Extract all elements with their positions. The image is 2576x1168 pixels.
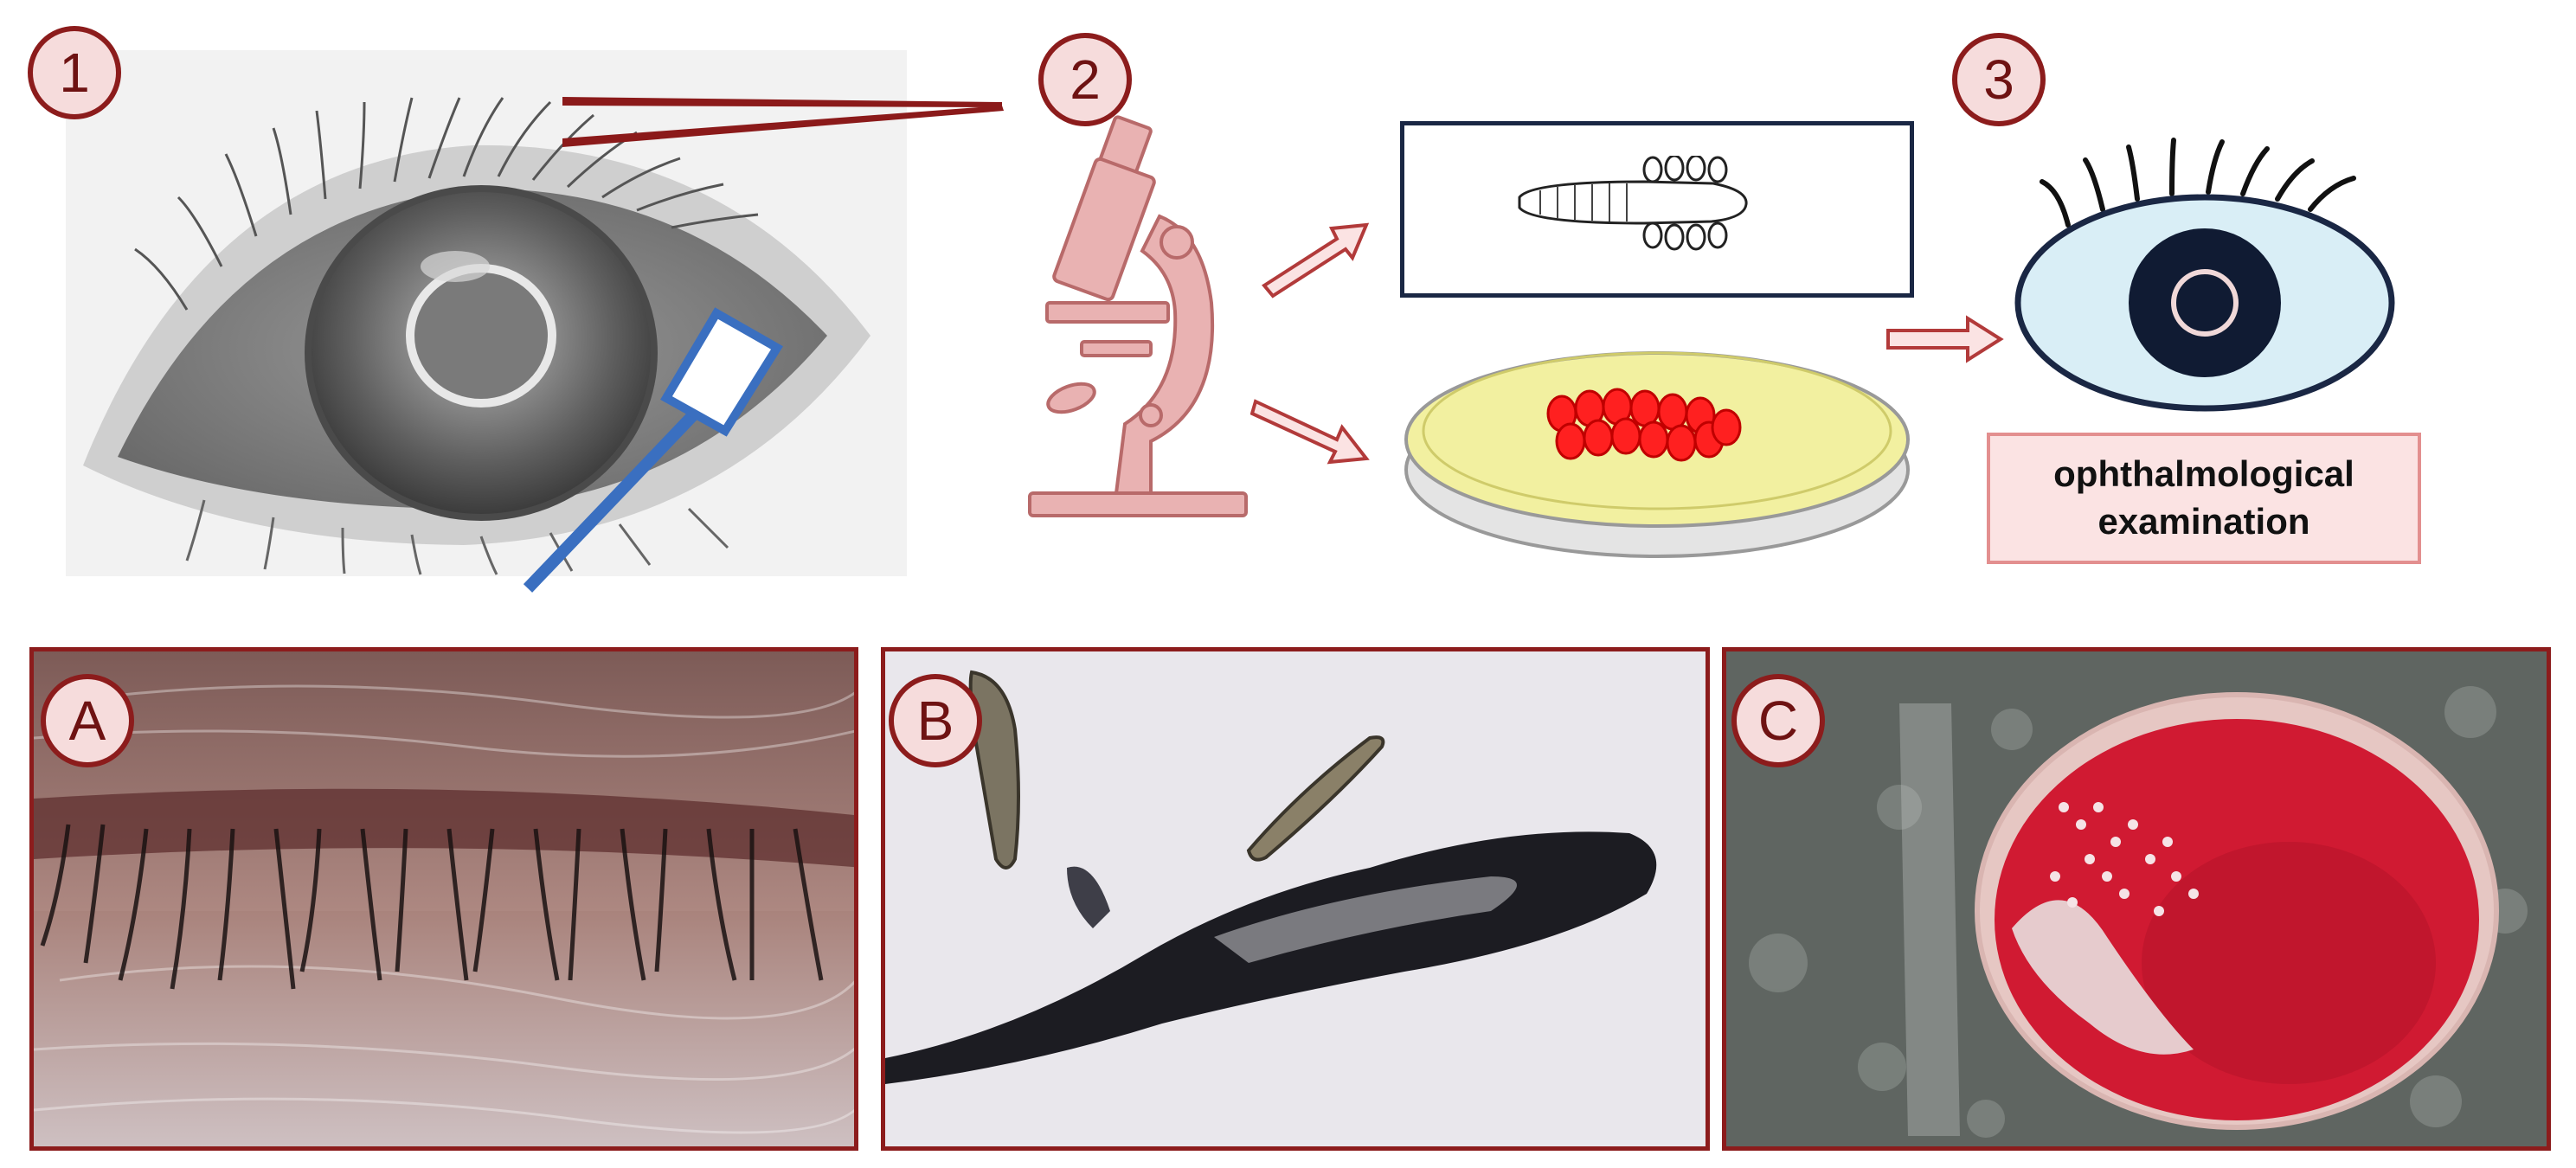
panel-c-badge: C [1731, 674, 1825, 767]
demodex-mite-icon [1518, 156, 1748, 251]
exam-label-box: ophthalmological examination [1987, 433, 2421, 564]
petri-dish-icon [1404, 351, 1910, 558]
panel-b-badge: B [889, 674, 982, 767]
eyelid-photo [34, 651, 854, 1146]
swab-icon [523, 307, 783, 593]
eye-icon [2014, 138, 2395, 412]
microscope-icon [1028, 115, 1248, 517]
arrow-down-right [1250, 399, 1370, 465]
step-2-badge: 2 [1038, 33, 1132, 126]
arrow-up-right [1262, 222, 1370, 298]
panel-a-badge: A [41, 674, 134, 767]
exam-label: ophthalmological examination [2053, 453, 2354, 542]
tweezers-icon [562, 97, 1004, 147]
eye-illustration-icon [83, 97, 870, 575]
step-3-badge: 3 [1952, 33, 2046, 126]
arrow-right [1886, 315, 2004, 363]
microscopy-photo [885, 651, 1706, 1146]
panel-b: B [881, 647, 1710, 1151]
panel-c: C [1722, 647, 2551, 1151]
step-1-badge: 1 [28, 26, 121, 119]
culture-plate-photo [1726, 651, 2547, 1146]
panel-a: A [29, 647, 858, 1151]
